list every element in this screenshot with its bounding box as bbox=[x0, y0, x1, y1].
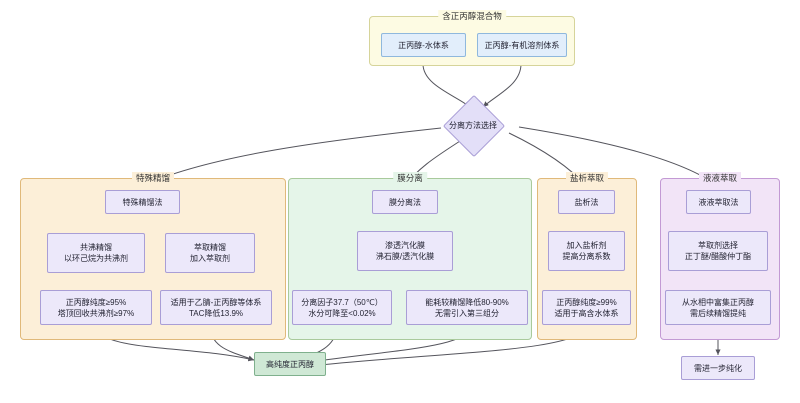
node-final-product[interactable]: 高纯度正丙醇 bbox=[254, 352, 326, 376]
node-extraction-solvent[interactable]: 萃取剂选择 正丁醚/醋酸仲丁酯 bbox=[668, 231, 768, 271]
node-energy-saving[interactable]: 能耗较精馏降低80-90% 无需引入第三组分 bbox=[406, 290, 528, 325]
node-propanol-water[interactable]: 正丙醇-水体系 bbox=[381, 33, 466, 57]
node-method-selection-label: 分离方法选择 bbox=[449, 120, 497, 130]
node-salting-out-method[interactable]: 盐析法 bbox=[558, 190, 615, 214]
node-extraction-result[interactable]: 从水相中富集正丙醇 需后续精馏提纯 bbox=[665, 290, 771, 325]
node-further-purification[interactable]: 需进一步纯化 bbox=[681, 356, 755, 380]
node-propanol-organic[interactable]: 正丙醇-有机溶剂体系 bbox=[477, 33, 567, 57]
cluster-membrane-separation-label: 膜分离 bbox=[393, 172, 427, 184]
cluster-special-distillation-label: 特殊精馏 bbox=[131, 172, 175, 184]
node-membrane-method[interactable]: 膜分离法 bbox=[372, 190, 438, 214]
node-liquid-extraction-method[interactable]: 液液萃取法 bbox=[686, 190, 751, 214]
node-azeotropic-distillation[interactable]: 共沸精馏 以环己烷为共沸剂 bbox=[47, 233, 145, 273]
node-special-distillation-method[interactable]: 特殊精馏法 bbox=[105, 190, 180, 214]
node-azeotropic-result[interactable]: 正丙醇纯度≥95% 塔顶回收共沸剂≥97% bbox=[40, 290, 152, 325]
node-salting-result[interactable]: 正丙醇纯度≥99% 适用于高含水体系 bbox=[542, 290, 631, 325]
node-salting-agent[interactable]: 加入盐析剂 提高分离系数 bbox=[548, 231, 625, 271]
cluster-liquid-liquid-extraction-label: 液液萃取 bbox=[698, 172, 742, 184]
edge-water-to-decision bbox=[422, 63, 471, 108]
cluster-salting-out-label: 盐析萃取 bbox=[565, 172, 609, 184]
edge-organic-to-decision bbox=[482, 63, 522, 108]
cluster-mixture-label: 含正丙醇混合物 bbox=[438, 10, 506, 22]
node-separation-factor[interactable]: 分离因子37.7（50℃） 水分可降至<0.02% bbox=[292, 290, 392, 325]
node-extractive-result[interactable]: 适用于乙腈-正丙醇等体系 TAC降低13.9% bbox=[160, 290, 272, 325]
node-extractive-distillation[interactable]: 萃取精馏 加入萃取剂 bbox=[165, 233, 255, 273]
node-pervaporation-membrane[interactable]: 渗透汽化膜 沸石膜/透汽化膜 bbox=[357, 231, 453, 271]
